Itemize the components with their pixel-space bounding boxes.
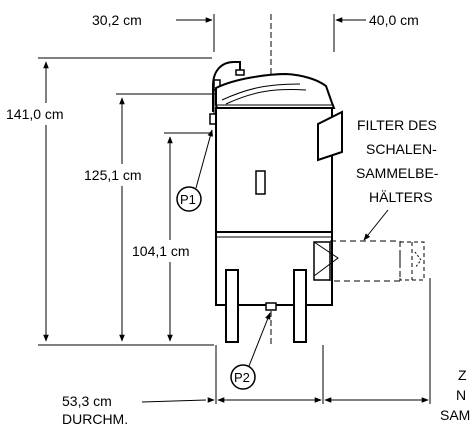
width-top-right-label: 40,0 cm [369, 12, 419, 28]
partial-line-2: N [456, 387, 466, 403]
filter-label-line-1: FILTER DES [357, 117, 437, 133]
filter-label-line-2: SCHALEN- [366, 141, 437, 157]
p2-label: P2 [234, 370, 250, 385]
leg-right [293, 269, 307, 343]
machine [209, 61, 425, 343]
shell-collector [317, 110, 343, 162]
upper-drum [215, 107, 333, 233]
partial-label: Z N SAM [440, 367, 470, 423]
p1-label: P1 [180, 192, 196, 207]
height-total-label: 141,0 cm [6, 106, 64, 122]
width-top-left-label: 30,2 cm [92, 12, 142, 28]
partial-line-3: SAM [440, 407, 470, 423]
handle [255, 170, 266, 195]
filter-label-line-3: SAMMELBE- [356, 165, 439, 181]
partial-line-1: Z [458, 367, 467, 383]
p2-circle [230, 364, 256, 390]
p1-circle [176, 186, 202, 212]
diameter-value-label: 53,3 cm [62, 393, 112, 409]
p1-callout: P1 [176, 129, 214, 212]
height-mid-label: 125,1 cm [84, 167, 142, 183]
filter-label-line-4: HÄLTERS [369, 189, 433, 205]
height-dimensions: 141,0 cm 125,1 cm 104,1 cm [0, 57, 218, 346]
height-low-label: 104,1 cm [132, 243, 190, 259]
drain-p2 [265, 302, 277, 311]
diameter-dimension: 53,3 cm DURCHM. [62, 278, 431, 427]
lid [215, 72, 336, 109]
diameter-text-label: DURCHM. [62, 411, 128, 427]
leg-left [225, 269, 239, 343]
p2-callout: P2 [230, 312, 271, 390]
filter-extended [329, 240, 401, 282]
filter-callout: FILTER DES SCHALEN- SAMMELBE- HÄLTERS [356, 117, 439, 241]
